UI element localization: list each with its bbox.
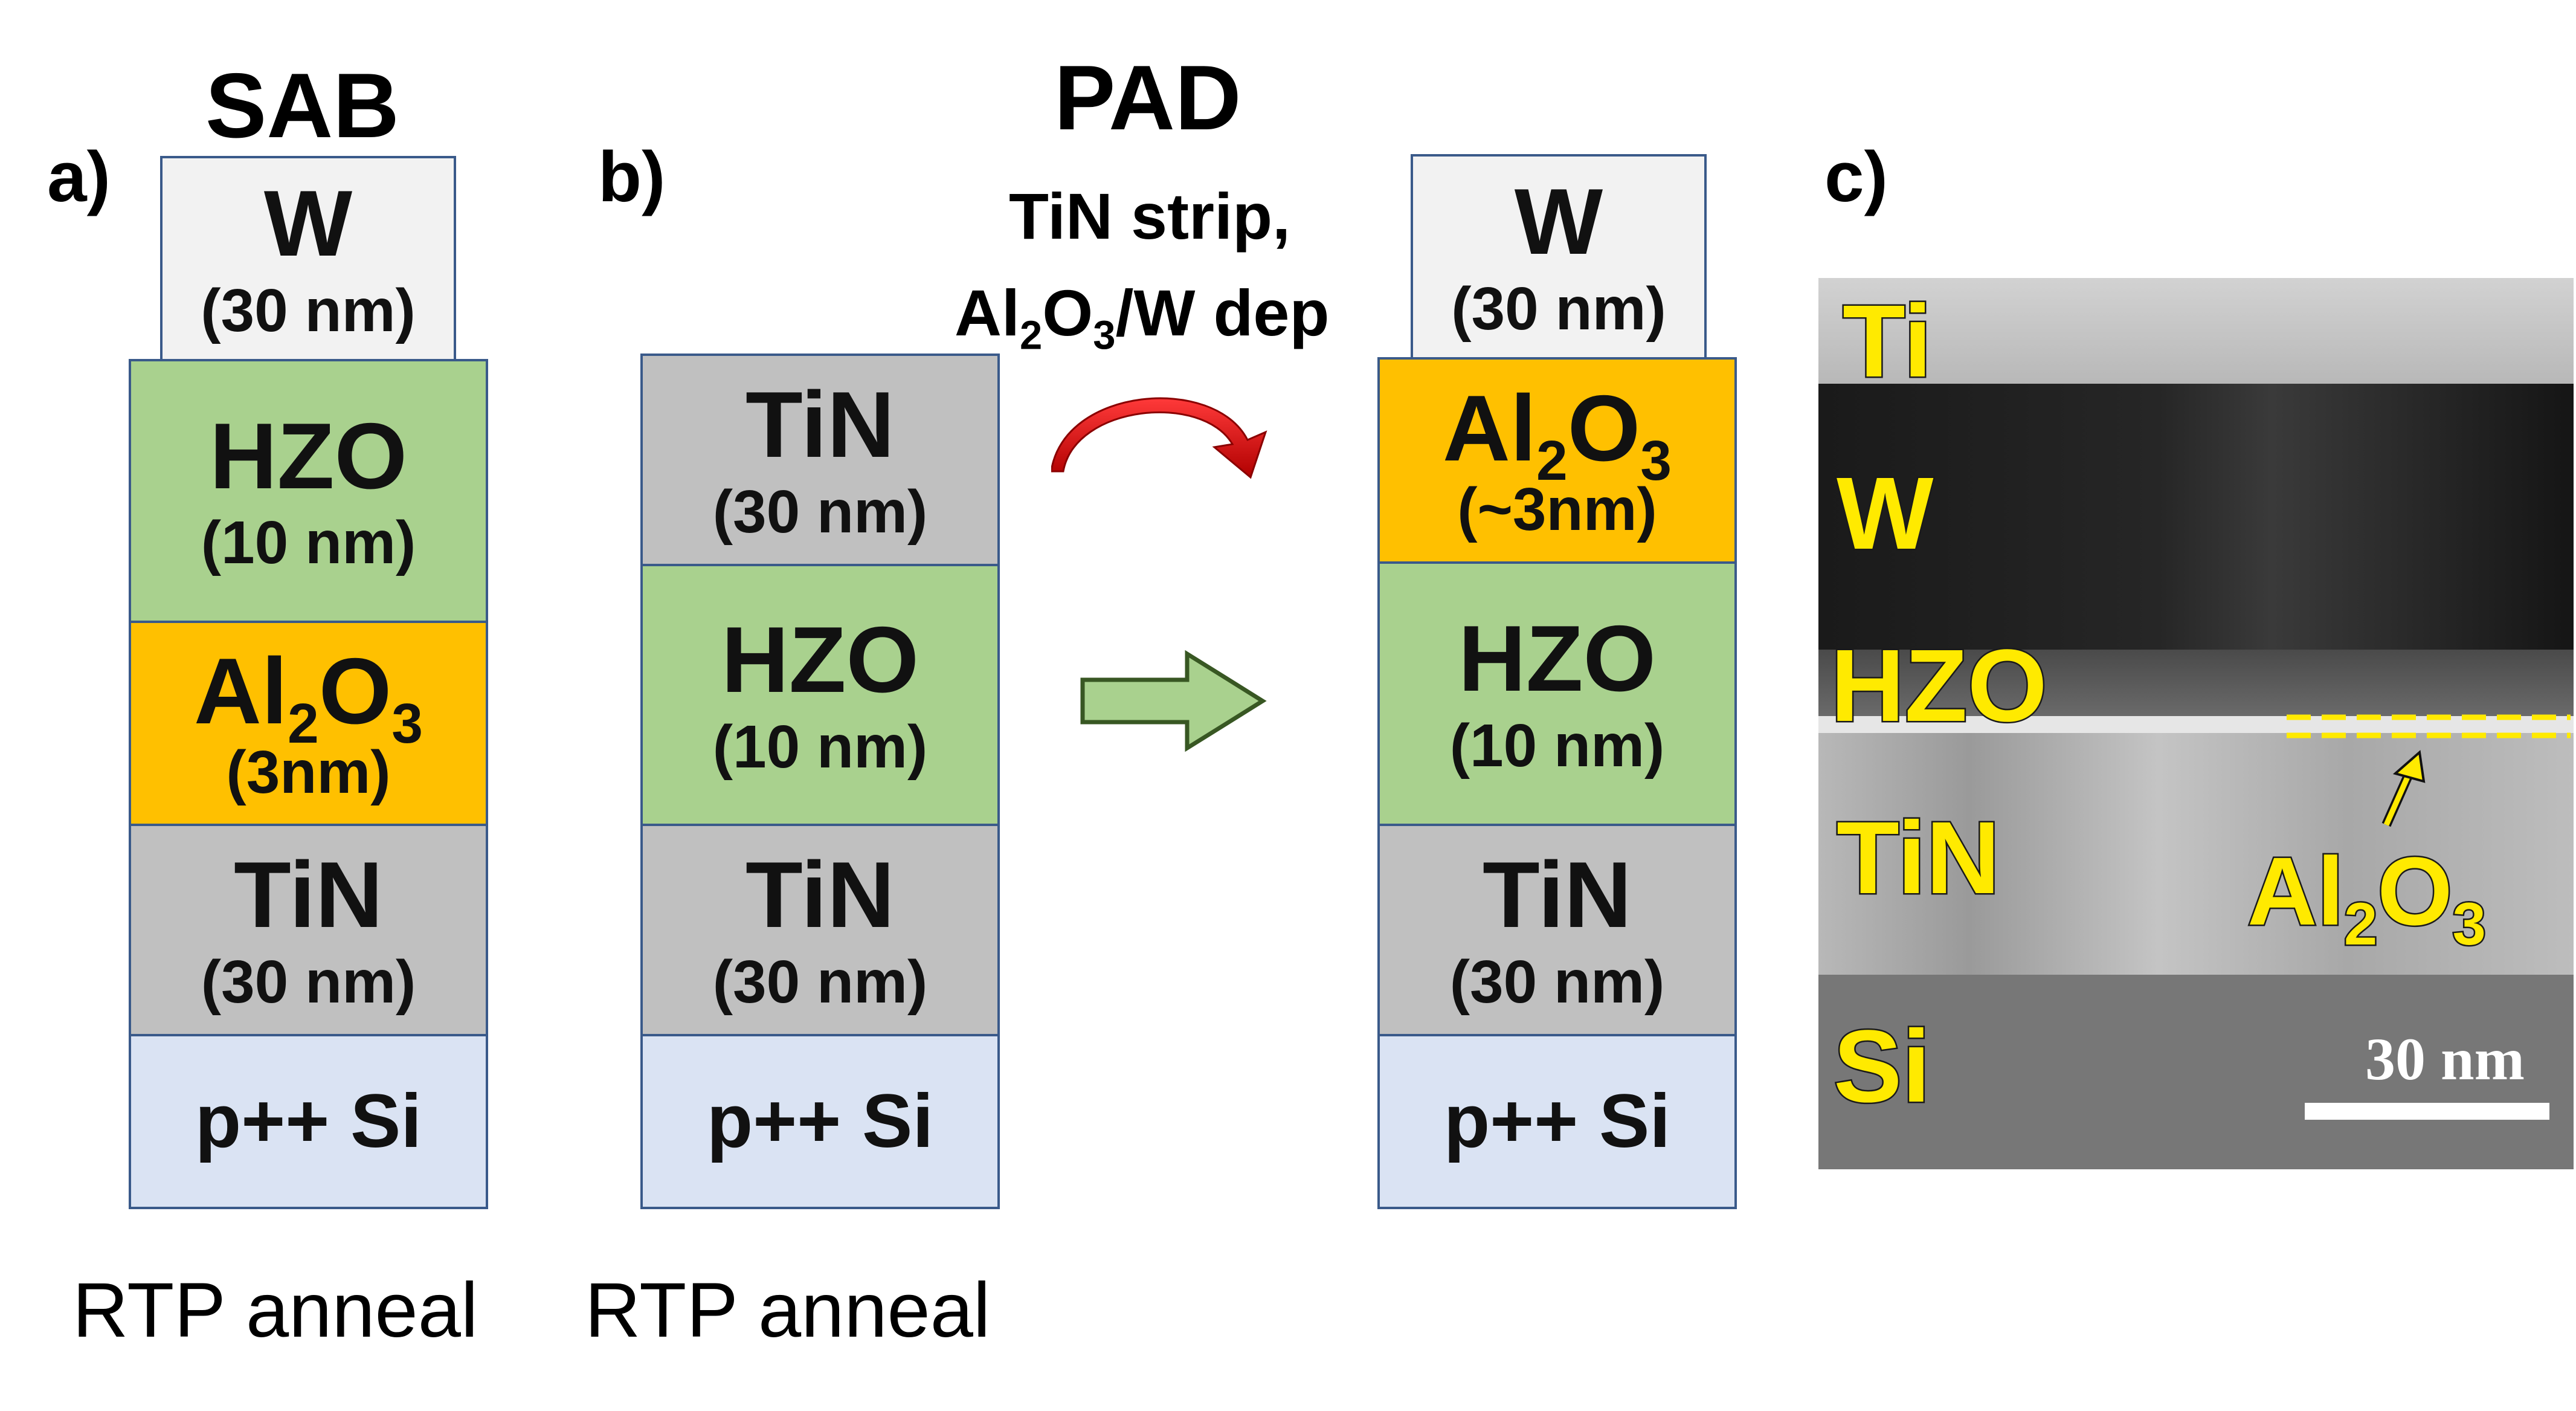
scale-bar [2305, 1103, 2549, 1120]
layer-tin: TiN (30 nm) [1377, 824, 1737, 1036]
layer-material: p++ Si [706, 1079, 934, 1164]
process-step-line2: Al2O3/W dep [955, 276, 1330, 358]
layer-material: W [1514, 169, 1603, 274]
layer-hzo: HZO (10 nm) [129, 359, 488, 623]
layer-tin: TiN (30 nm) [129, 824, 488, 1036]
tem-label-al2o3: Al2O3 [2246, 837, 2488, 958]
tem-label-si: Si [1832, 1009, 1933, 1124]
layer-al2o3: Al2O3 (~3nm) [1377, 357, 1737, 564]
layer-al2o3: Al2O3 (3nm) [129, 621, 488, 826]
tem-label-hzo: HZO [1829, 628, 2049, 743]
layer-thickness: (30 nm) [201, 948, 416, 1016]
layer-material: p++ Si [195, 1079, 422, 1164]
layer-thickness: (30 nm) [712, 477, 928, 546]
tem-band-ti [1818, 278, 2574, 384]
anneal-caption-b: RTP anneal [585, 1267, 991, 1354]
layer-material: HZO [1458, 606, 1657, 711]
layer-material: TiN [745, 842, 895, 948]
layer-thickness: (3nm) [226, 738, 391, 807]
layer-si: p++ Si [640, 1034, 1000, 1209]
layer-thickness: (30 nm) [712, 948, 928, 1016]
layer-material: Al2O3 [1442, 375, 1672, 492]
process-block-arrow [1080, 650, 1267, 752]
layer-material: p++ Si [1443, 1079, 1671, 1164]
layer-si: p++ Si [129, 1034, 488, 1209]
layer-w: W (30 nm) [160, 156, 456, 361]
panel-a-title: SAB [205, 54, 399, 157]
layer-thickness: (~3nm) [1457, 476, 1657, 544]
panel-a-letter: a) [47, 137, 111, 217]
layer-tin-bottom: TiN (30 nm) [640, 824, 1000, 1036]
tem-label-w: W [1835, 456, 1934, 571]
layer-thickness: (30 nm) [201, 276, 416, 344]
layer-material: TiN [1483, 842, 1632, 948]
layer-w: W (30 nm) [1411, 154, 1707, 360]
layer-material: W [263, 171, 353, 276]
layer-thickness: (30 nm) [1451, 274, 1666, 343]
curved-process-arrow [1051, 397, 1267, 479]
anneal-caption-a: RTP anneal [72, 1267, 478, 1354]
layer-si: p++ Si [1377, 1034, 1737, 1209]
al2o3-interface-marker [2287, 714, 2571, 827]
process-step-line1: TiN strip, [1009, 179, 1291, 253]
layer-thickness: (10 nm) [1449, 711, 1665, 780]
tem-label-tin: TiN [1835, 801, 2002, 915]
layer-thickness: (30 nm) [1449, 948, 1665, 1016]
tem-micrograph: Ti W HZO TiN Si Al2O3 30 nm [1818, 278, 2574, 1169]
layer-thickness: (10 nm) [712, 712, 928, 781]
tem-band-tin [1818, 733, 2574, 975]
layer-hzo: HZO (10 nm) [1377, 561, 1737, 826]
layer-thickness: (10 nm) [201, 509, 416, 577]
layer-material: TiN [234, 842, 383, 948]
scale-bar-label: 30 nm [2365, 1025, 2525, 1093]
tem-band-hzo [1818, 650, 2574, 716]
panel-b-title: PAD [1054, 47, 1241, 149]
tem-band-w [1818, 384, 2574, 650]
panel-b-letter: b) [598, 137, 666, 217]
tem-label-ti: Ti [1841, 284, 1933, 399]
panel-c-letter: c) [1824, 137, 1888, 217]
layer-tin-top: TiN (30 nm) [640, 354, 1000, 566]
layer-material: Al2O3 [193, 638, 423, 755]
layer-material: TiN [745, 372, 895, 477]
layer-hzo: HZO (10 nm) [640, 564, 1000, 826]
layer-material: HZO [209, 403, 408, 508]
layer-material: HZO [721, 607, 919, 712]
tem-band-si [1818, 975, 2574, 1169]
